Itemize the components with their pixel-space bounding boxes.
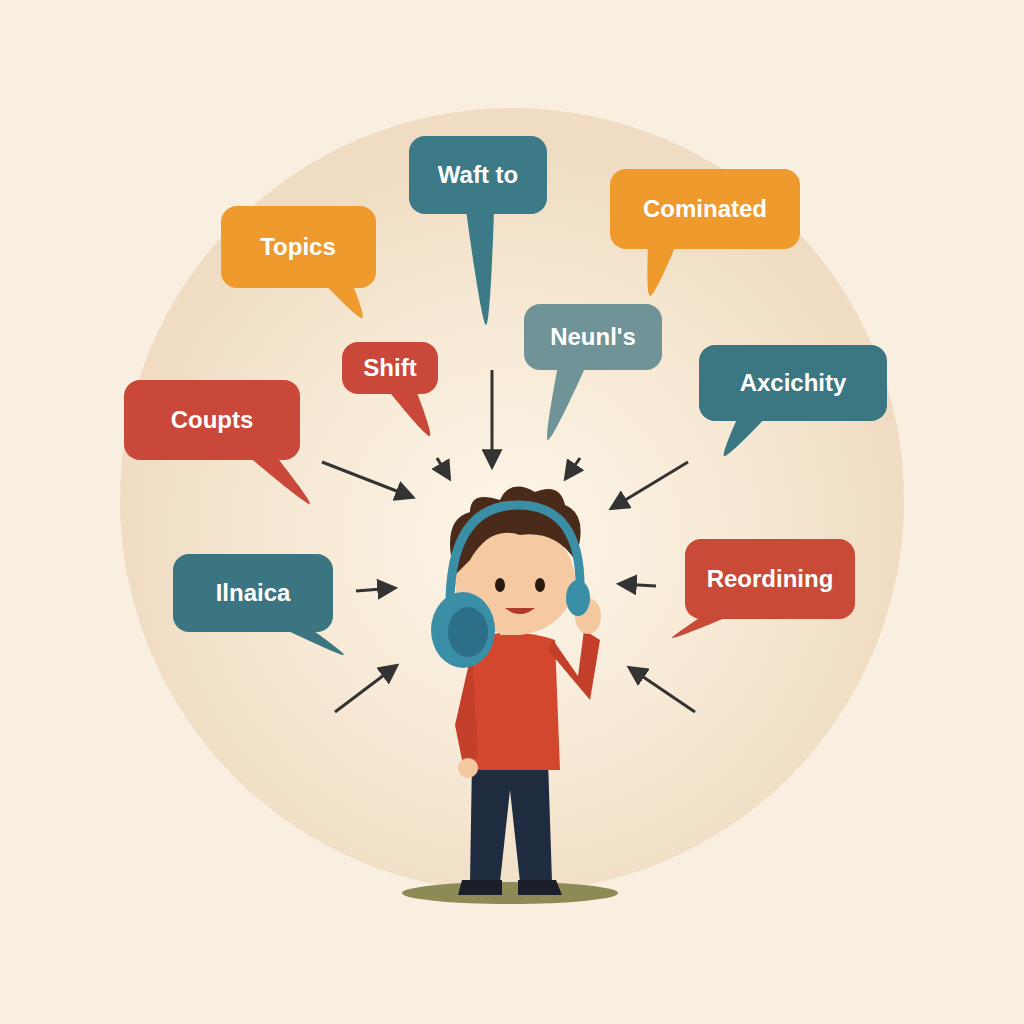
speech-bubble: Neunl's: [524, 304, 662, 370]
pointer-arrow: [335, 666, 396, 712]
bubble-label: Neunl's: [550, 323, 636, 351]
listener-figure: [402, 487, 618, 904]
pointer-arrow: [566, 458, 580, 478]
speech-bubble: Topics: [221, 206, 376, 288]
bubble-label: Waft to: [438, 161, 518, 189]
mouth: [505, 608, 535, 614]
shoe: [458, 880, 502, 895]
speech-bubble: Shift: [342, 342, 438, 394]
pointer-arrow: [630, 668, 695, 712]
headphone-band: [450, 505, 580, 600]
pointer-arrow: [620, 584, 656, 586]
bubble-tail-shape: [388, 390, 430, 436]
headphone-cup: [431, 592, 495, 668]
legs: [470, 760, 552, 882]
left-hand: [458, 758, 478, 778]
speech-bubble: Axcichity: [699, 345, 887, 421]
bubble-tail-shape: [547, 366, 586, 440]
pointer-arrow: [491, 370, 494, 466]
speech-bubble: Coupts: [124, 380, 300, 460]
bubble-tail-shape: [466, 210, 494, 325]
ground-shadow: [402, 882, 618, 904]
bubble-label: Shift: [363, 354, 416, 382]
right-arm: [548, 630, 600, 700]
headphone-cup: [566, 580, 590, 616]
speech-bubble: Reordining: [685, 539, 855, 619]
shoe: [518, 880, 562, 895]
speech-bubble: Cominated: [610, 169, 800, 249]
bubble-label: Coupts: [171, 406, 254, 434]
headphone-cup-inner: [448, 607, 488, 657]
bubble-tail-shape: [724, 417, 766, 456]
bubble-label: Ilnaica: [216, 579, 291, 607]
bubble-label: Topics: [260, 233, 336, 261]
eye: [495, 578, 505, 592]
pointer-arrow: [322, 462, 412, 497]
pointer-arrow: [356, 588, 394, 591]
bubble-tail-shape: [647, 245, 676, 296]
eye: [535, 578, 545, 592]
bubble-tail-shape: [248, 456, 310, 504]
bubble-label: Cominated: [643, 195, 767, 223]
pointer-arrow: [437, 458, 449, 478]
bubble-tail-shape: [672, 615, 732, 638]
backdrop-circle: [120, 108, 904, 892]
speech-bubble: Ilnaica: [173, 554, 333, 632]
bubble-label: Reordining: [707, 565, 834, 593]
bubble-tail-shape: [282, 628, 344, 655]
bubble-label: Axcichity: [740, 369, 847, 397]
pointer-arrow: [612, 462, 688, 508]
speech-bubble: Waft to: [409, 136, 547, 214]
bubble-tail-shape: [324, 284, 362, 318]
